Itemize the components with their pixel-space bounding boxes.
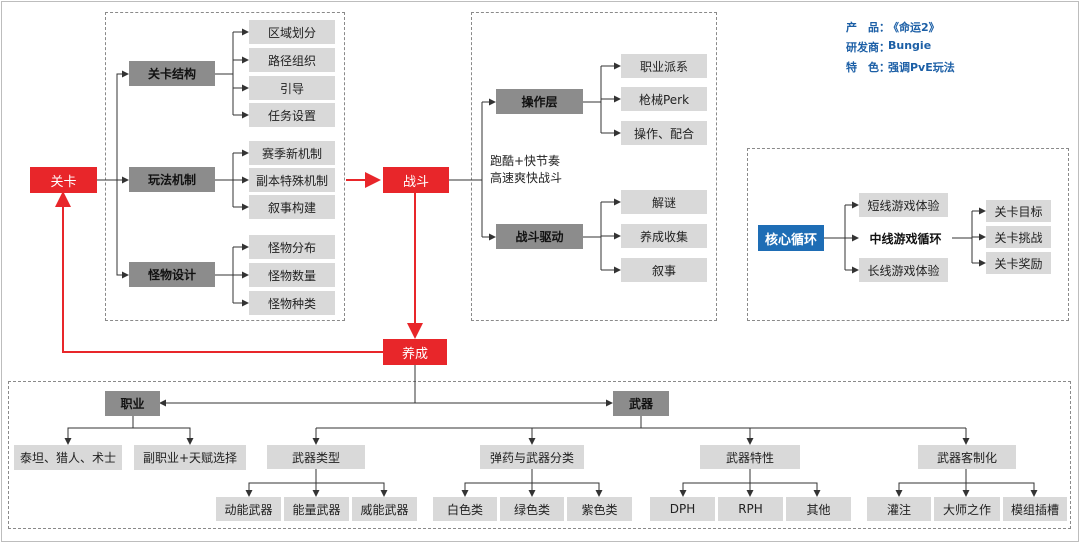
- combat-caption-line1: 跑酷+快节奏: [490, 154, 561, 168]
- mid-loop-item: 关卡奖励: [986, 252, 1051, 274]
- combat-item: 职业派系: [621, 54, 707, 78]
- combat-root: 战斗: [383, 167, 449, 193]
- level-item: 区域划分: [249, 20, 335, 44]
- developer-value: Bungie: [888, 39, 932, 52]
- combat-item: 解谜: [621, 190, 707, 214]
- mid-loop-item: 关卡目标: [986, 200, 1051, 222]
- combat-item: 操作、配合: [621, 121, 707, 145]
- level-item: 怪物种类: [249, 291, 335, 315]
- weapon-item: 威能武器: [352, 497, 417, 521]
- weapon-item: 紫色类: [567, 497, 632, 521]
- level-item: 副本特殊机制: [249, 168, 335, 192]
- weapon-item: 白色类: [433, 497, 497, 521]
- class-item: 副职业+天赋选择: [134, 445, 246, 470]
- long-loop: 长线游戏体验: [859, 258, 948, 282]
- combat-item: 叙事: [621, 258, 707, 282]
- level-category: 怪物设计: [129, 262, 215, 287]
- weapon-group: 弹药与武器分类: [480, 445, 584, 469]
- feature-label: 特 色：: [846, 61, 890, 74]
- weapon-item: 其他: [786, 497, 851, 521]
- level-group-frame: [105, 12, 345, 321]
- weapon-item: 动能武器: [216, 497, 281, 521]
- combat-item: 养成收集: [621, 224, 707, 248]
- level-root: 关卡: [30, 167, 97, 193]
- weapon-item: 模组插槽: [1003, 497, 1067, 521]
- growth-group-frame: [8, 381, 1071, 529]
- combat-group-frame: [471, 12, 717, 321]
- growth-root: 养成: [383, 339, 447, 365]
- mid-loop-item: 关卡挑战: [986, 226, 1051, 248]
- mid-loop: 中线游戏循环: [869, 231, 942, 246]
- weapon-node: 武器: [613, 391, 669, 416]
- product-value: 《命运2》: [888, 21, 940, 34]
- core-loop-group-frame: [747, 148, 1069, 321]
- weapon-item: RPH: [718, 497, 783, 521]
- level-item: 怪物数量: [249, 263, 335, 287]
- combat-item: 枪械Perk: [621, 87, 707, 111]
- weapon-group: 武器客制化: [918, 445, 1016, 469]
- level-category: 关卡结构: [129, 61, 215, 86]
- level-category: 玩法机制: [129, 167, 215, 192]
- weapon-item: 灌注: [867, 497, 931, 521]
- weapon-item: DPH: [650, 497, 715, 521]
- combat-category: 操作层: [496, 89, 583, 114]
- weapon-item: 大师之作: [934, 497, 1000, 521]
- level-item: 引导: [249, 76, 335, 100]
- core-loop-root: 核心循环: [758, 225, 824, 251]
- level-item: 路径组织: [249, 48, 335, 72]
- combat-category: 战斗驱动: [496, 224, 583, 249]
- level-item: 任务设置: [249, 103, 335, 127]
- weapon-group: 武器类型: [267, 445, 365, 469]
- weapon-item: 能量武器: [284, 497, 349, 521]
- product-label: 产 品：: [846, 21, 890, 34]
- weapon-item: 绿色类: [500, 497, 564, 521]
- combat-caption-line2: 高速爽快战斗: [490, 171, 563, 185]
- short-loop: 短线游戏体验: [859, 193, 948, 217]
- level-item: 赛季新机制: [249, 141, 335, 165]
- class-node: 职业: [105, 391, 160, 416]
- class-item: 泰坦、猎人、术士: [14, 445, 122, 470]
- feature-value: 强调PvE玩法: [888, 61, 955, 74]
- weapon-group: 武器特性: [700, 445, 800, 469]
- developer-label: 研发商：: [846, 41, 890, 54]
- level-item: 怪物分布: [249, 235, 335, 259]
- level-item: 叙事构建: [249, 195, 335, 219]
